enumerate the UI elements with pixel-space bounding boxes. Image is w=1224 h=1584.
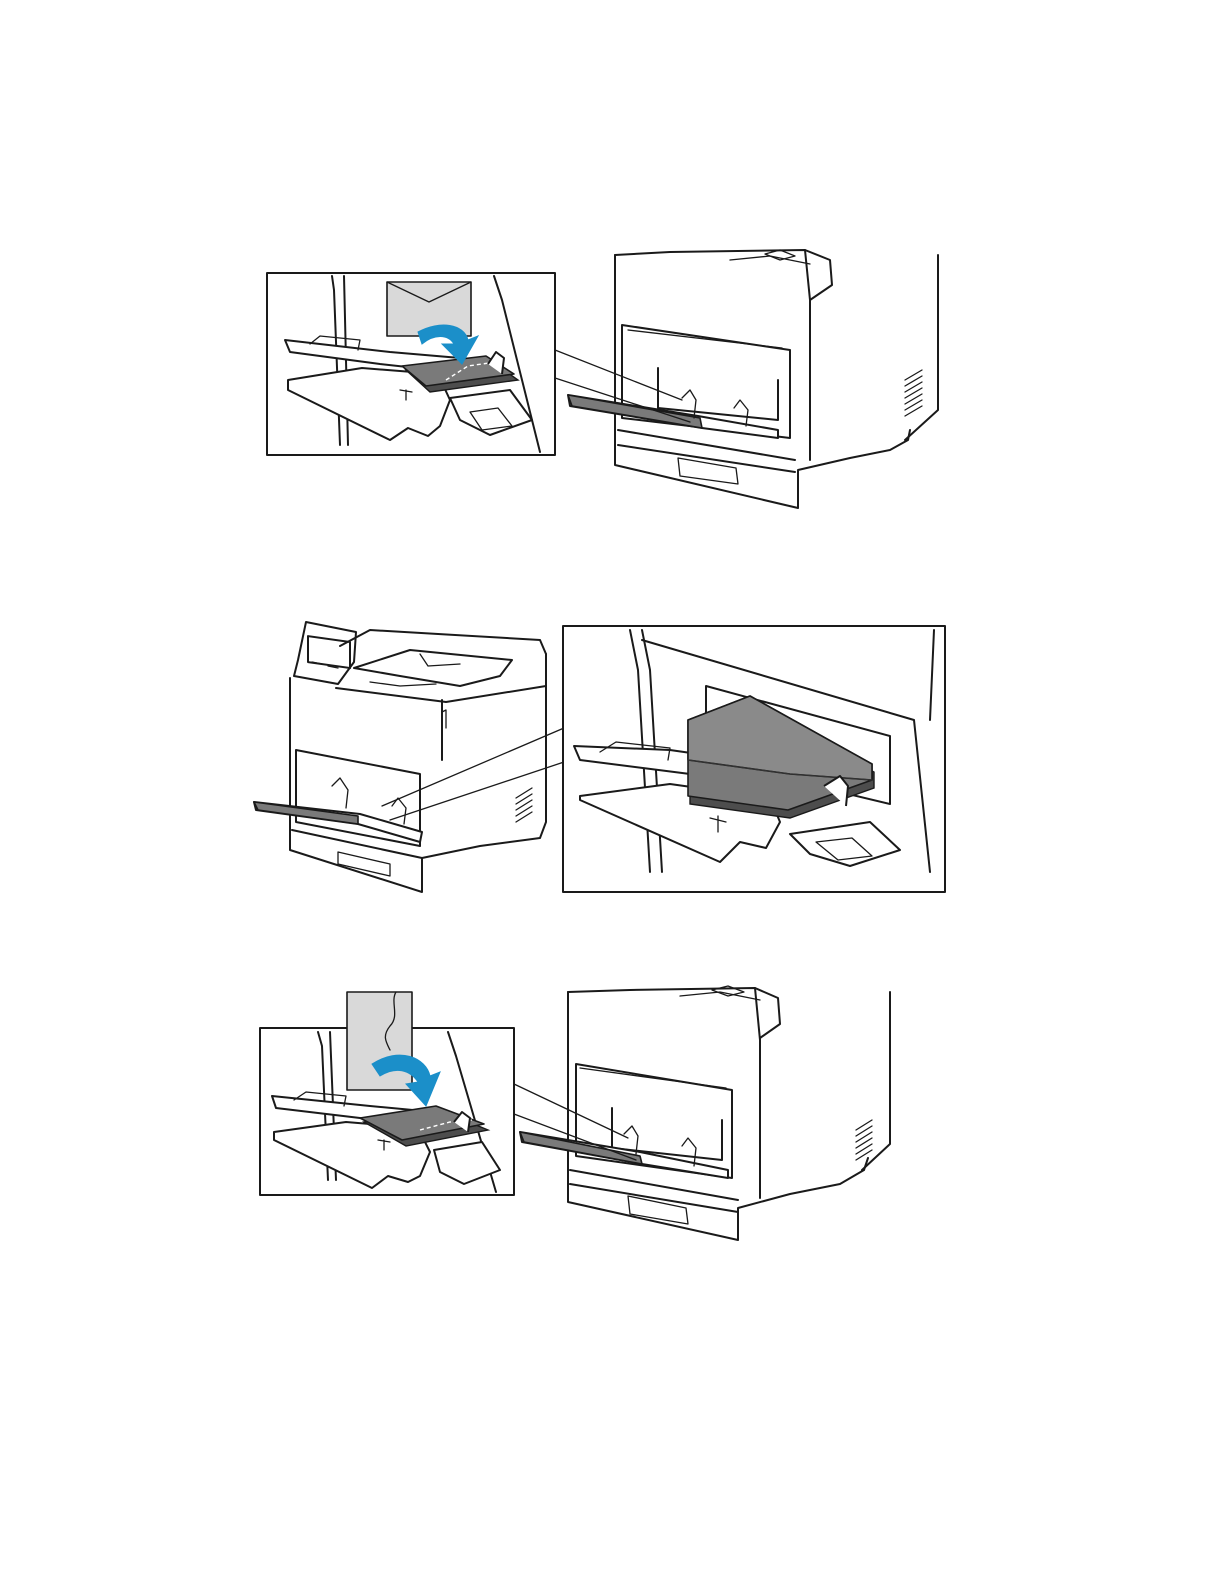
figure-envelope-stack [250,610,950,900]
figure-1-illustration [250,240,950,520]
bypass-tray-icon [254,778,422,842]
zoom-line-top [555,350,682,400]
printer-icon [290,622,546,892]
bypass-tray-icon [520,1126,728,1178]
inset-detail-box [260,992,514,1195]
vent-grille-icon [856,1120,872,1160]
figure-2-illustration [250,610,950,900]
zoom-line-top [382,728,564,806]
inset-detail-box [267,273,555,455]
vent-grille-icon [905,370,922,416]
zoom-line-top [514,1084,628,1138]
figure-envelope-portrait [250,980,950,1260]
printer-icon [568,986,890,1240]
control-panel-icon [294,622,356,684]
inset-detail-box [563,626,945,892]
printer-icon [615,250,938,508]
vent-grille-icon [516,788,532,822]
bypass-tray-icon [568,390,778,438]
figure-envelope-flap-down [250,240,950,520]
figure-3-illustration [250,980,950,1260]
